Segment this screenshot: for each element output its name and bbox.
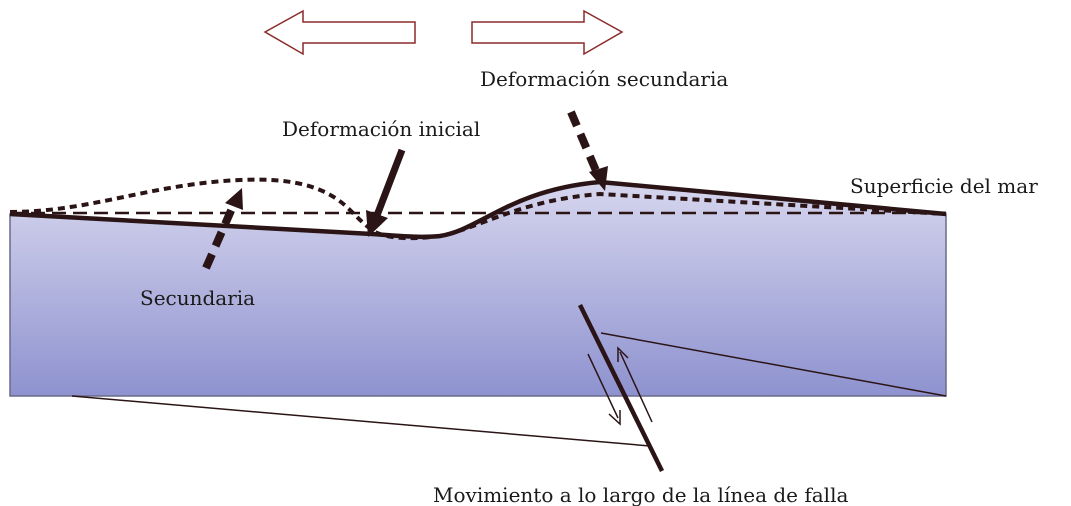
right-direction-arrow bbox=[471, 9, 624, 56]
left-direction-arrow bbox=[263, 9, 416, 56]
secondary-deformation-arrow bbox=[567, 110, 608, 191]
label-fault-movement: Movimiento a lo largo de la línea de fal… bbox=[433, 483, 848, 506]
secondary-arrowhead-icon bbox=[589, 166, 608, 191]
fault-slip-up-arrow bbox=[617, 346, 653, 423]
initial-deformation-arrow bbox=[366, 148, 406, 237]
fault-line bbox=[577, 304, 665, 472]
secondary-upward-arrow bbox=[202, 188, 243, 270]
label-sea-surface: Superficie del mar bbox=[850, 174, 1038, 198]
slip-down-arrowhead-icon bbox=[608, 410, 621, 426]
slip-up-arrowhead-icon bbox=[617, 346, 629, 362]
footwall-line bbox=[71, 395, 651, 447]
secondary-deformation-curve bbox=[9, 177, 947, 241]
left-arrow-icon bbox=[263, 9, 416, 56]
secondary-up-arrowhead-icon bbox=[225, 188, 243, 210]
label-secondary-deformation: Deformación secundaria bbox=[480, 67, 728, 91]
hanging-wall-line bbox=[600, 332, 947, 397]
label-secondary: Secundaria bbox=[140, 286, 255, 310]
initial-arrowhead-icon bbox=[366, 210, 388, 237]
fault-slip-down-arrow bbox=[587, 353, 621, 426]
label-initial-deformation: Deformación inicial bbox=[282, 117, 480, 141]
right-arrow-icon bbox=[471, 9, 624, 56]
initial-deformation-curve bbox=[9, 179, 947, 240]
